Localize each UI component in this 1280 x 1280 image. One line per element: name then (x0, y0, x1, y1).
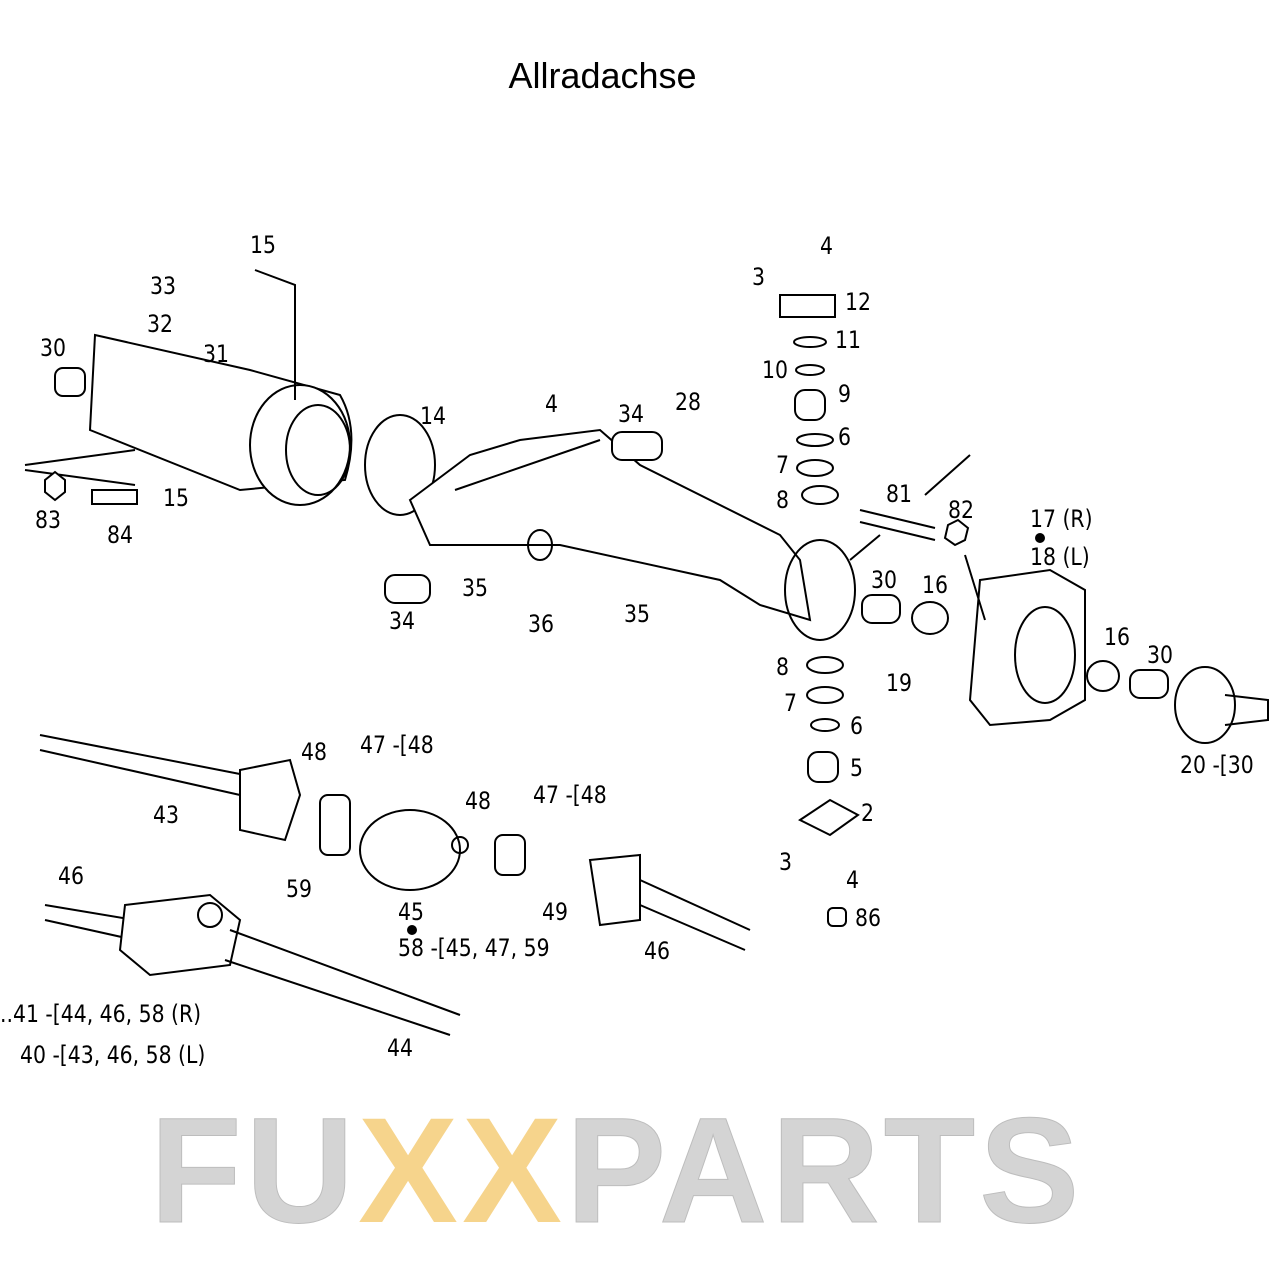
part-label: 40 -[43, 46, 58 (L) (20, 1041, 206, 1069)
part-label: 4 (545, 390, 558, 418)
part-label: 17 (R) (1030, 505, 1093, 533)
part-label: 18 (L) (1030, 543, 1090, 571)
part-label: 33 (150, 272, 176, 300)
part-label: ..41 -[44, 46, 58 (R) (0, 1000, 202, 1028)
part-label: 11 (835, 326, 861, 354)
part-label: 2 (861, 799, 874, 827)
part-label: 30 (40, 334, 66, 362)
part-label: 15 (250, 231, 276, 259)
watermark-xx: XX (357, 1086, 567, 1254)
part-label: 3 (779, 848, 792, 876)
part-label: 47 -[48 (533, 781, 607, 809)
watermark-suffix: PARTS (566, 1086, 1084, 1254)
part-label: 44 (387, 1034, 413, 1062)
part-label: 7 (776, 451, 789, 479)
part-label: 59 (286, 875, 312, 903)
part-label: 32 (147, 310, 173, 338)
part-label: 34 (618, 400, 644, 428)
part-label: 30 (871, 566, 897, 594)
part-label: 49 (542, 898, 568, 926)
diagram-title: Allradachse (508, 55, 697, 96)
part-label: 5 (850, 754, 863, 782)
watermark-prefix: FU (150, 1086, 358, 1254)
part-label: 83 (35, 506, 61, 534)
part-label: 81 (886, 480, 912, 508)
part-label: 19 (886, 669, 912, 697)
part-label: 9 (838, 380, 851, 408)
part-label: 35 (624, 600, 650, 628)
part-label: 46 (644, 937, 670, 965)
part-label: 82 (948, 496, 974, 524)
part-label: 15 (163, 484, 189, 512)
part-label: 47 -[48 (360, 731, 434, 759)
part-label: 4 (820, 232, 833, 260)
watermark: FUXXPARTS (150, 1095, 1083, 1246)
part-label: 16 (1104, 623, 1130, 651)
part-label: 48 (465, 787, 491, 815)
part-label: 28 (675, 388, 701, 416)
part-label: 20 -[30 (1180, 751, 1254, 779)
part-label: 48 (301, 738, 327, 766)
part-label: 84 (107, 521, 133, 549)
part-label: 43 (153, 801, 179, 829)
part-label: 58 -[45, 47, 59 (398, 934, 550, 962)
part-label: 46 (58, 862, 84, 890)
part-label: 7 (784, 689, 797, 717)
part-label: 8 (776, 653, 789, 681)
part-label: 10 (762, 356, 788, 384)
part-label: 35 (462, 574, 488, 602)
part-label: 86 (855, 904, 881, 932)
part-label: 6 (838, 423, 851, 451)
part-label: 36 (528, 610, 554, 638)
part-label: 8 (776, 486, 789, 514)
part-label: 6 (850, 712, 863, 740)
part-label: 3 (752, 263, 765, 291)
part-label: 14 (420, 402, 446, 430)
part-label: 12 (845, 288, 871, 316)
part-label: 30 (1147, 641, 1173, 669)
part-label: 34 (389, 607, 415, 635)
part-label: 31 (203, 340, 229, 368)
part-label: 16 (922, 571, 948, 599)
part-label: 45 (398, 898, 424, 926)
part-label: 4 (846, 866, 859, 894)
